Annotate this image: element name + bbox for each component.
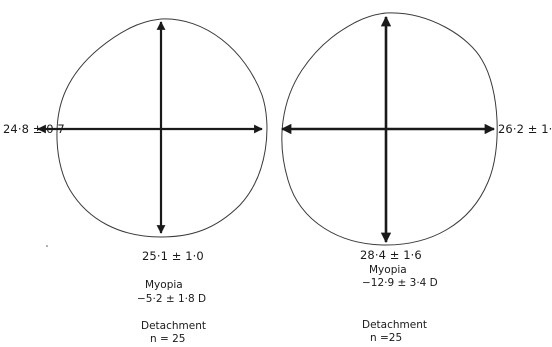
left-group-title: Myopia [145, 280, 183, 291]
right-refraction: −12·9 ± 3·4 D [362, 278, 438, 289]
right-condition: Detachment [362, 320, 427, 331]
right-sample-size: n =25 [370, 333, 402, 344]
left-refraction: −5·2 ± 1·8 D [137, 294, 206, 305]
scan-speck [46, 245, 48, 247]
right-vertical-label: 28·4 ± 1·6 [360, 250, 422, 262]
left-horizontal-label: 24·8 ± 0·7 [3, 124, 65, 136]
right-horizontal-label: 26·2 ± 1·0 [498, 124, 552, 136]
right-group-title: Myopia [369, 265, 407, 276]
left-vertical-label: 25·1 ± 1·0 [142, 251, 204, 263]
left-sample-size: n = 25 [150, 334, 186, 345]
left-condition: Detachment [141, 321, 206, 332]
